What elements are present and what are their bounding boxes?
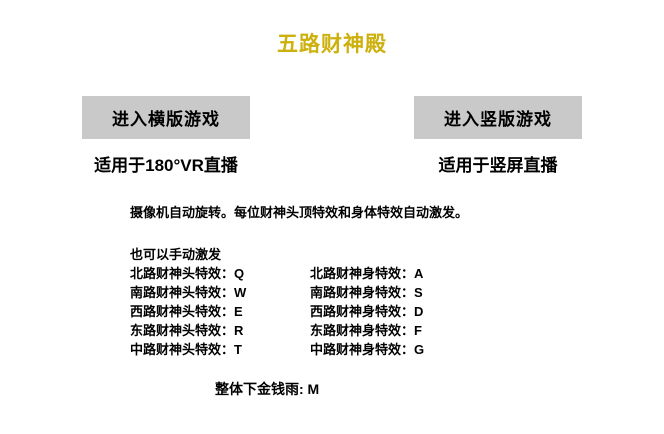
hotkey-south-head: 南路财神头特效：W bbox=[130, 285, 247, 300]
hotkey-center-body: 中路财神身特效：G bbox=[310, 342, 425, 357]
vertical-mode-subtitle: 适用于竖屏直播 bbox=[438, 156, 558, 175]
hotkey-west-head: 西路财神头特效：E bbox=[130, 304, 243, 319]
auto-effects-description: 摄像机自动旋转。每位财神头顶特效和身体特效自动激发。 bbox=[130, 205, 469, 220]
horizontal-mode-column: 进入横版游戏 适用于180°VR直播 bbox=[0, 96, 332, 176]
manual-trigger-intro: 也可以手动激发 bbox=[130, 247, 222, 262]
hotkey-row: 南路财神头特效：W 南路财神身特效：S bbox=[130, 283, 664, 302]
hotkey-row: 东路财神头特效：R 东路财神身特效：F bbox=[130, 321, 664, 340]
manual-hotkeys-block: 也可以手动激发 北路财神头特效：Q 北路财神身特效：A 南路财神头特效：W 南路… bbox=[130, 245, 664, 359]
hotkey-north-body: 北路财神身特效：A bbox=[310, 266, 424, 281]
money-rain-hotkey: 整体下金钱雨: M bbox=[215, 381, 320, 397]
hotkey-east-head: 东路财神头特效：R bbox=[130, 323, 244, 338]
hotkey-row: 西路财神头特效：E 西路财神身特效：D bbox=[130, 302, 664, 321]
hotkey-north-head: 北路财神头特效：Q bbox=[130, 266, 245, 281]
page-title: 五路财神殿 bbox=[277, 33, 387, 56]
enter-horizontal-game-button[interactable]: 进入横版游戏 bbox=[82, 96, 250, 139]
hotkey-west-body: 西路财神身特效：D bbox=[310, 304, 424, 319]
enter-vertical-game-button[interactable]: 进入竖版游戏 bbox=[414, 96, 582, 139]
mode-button-row: 进入横版游戏 适用于180°VR直播 进入竖版游戏 适用于竖屏直播 bbox=[0, 96, 664, 176]
hotkey-south-body: 南路财神身特效：S bbox=[310, 285, 423, 300]
hotkey-east-body: 东路财神身特效：F bbox=[310, 323, 422, 338]
hotkey-row: 北路财神头特效：Q 北路财神身特效：A bbox=[130, 264, 664, 283]
horizontal-mode-subtitle: 适用于180°VR直播 bbox=[94, 156, 238, 175]
hotkey-center-head: 中路财神头特效：T bbox=[130, 342, 242, 357]
hotkey-row: 中路财神头特效：T 中路财神身特效：G bbox=[130, 340, 664, 359]
vertical-mode-column: 进入竖版游戏 适用于竖屏直播 bbox=[332, 96, 664, 176]
